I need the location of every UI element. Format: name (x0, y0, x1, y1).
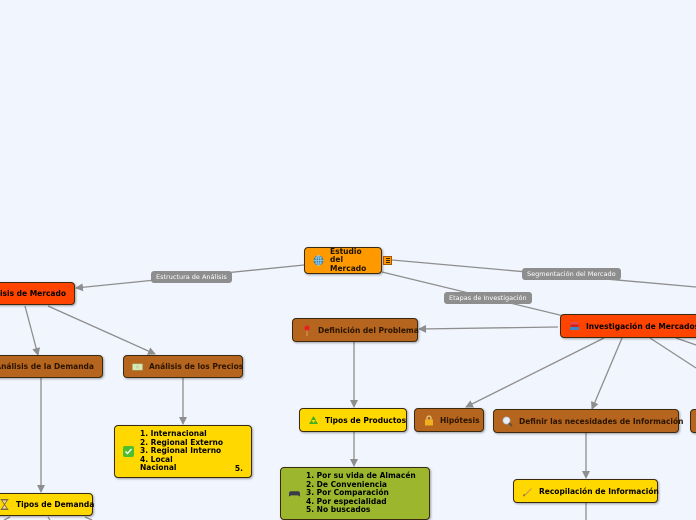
edge-label-structure: Estructura de Análisis (151, 271, 232, 283)
node-label: Recopilación de Información (539, 486, 659, 496)
node-lista-mercados[interactable]: 1. Internacional 2. Regional Externo 3. … (114, 425, 252, 478)
node-label: Análisis de los Precios (149, 362, 244, 371)
node-label: Estudio del Mercado (330, 246, 367, 273)
node-label: 1. Internacional 2. Regional Externo 3. … (140, 429, 224, 464)
link-research-problem (418, 324, 559, 333)
node-label: Investigación de Mercados (586, 321, 696, 331)
edge-label-segmentation: Segmentación del Mercado (522, 268, 621, 280)
node-label-tail: 5. (234, 464, 243, 474)
gamepad-icon (289, 488, 300, 499)
node-label: Tipos de Productos (325, 415, 407, 425)
link-research-needs (591, 337, 623, 410)
link-market-prices (47, 305, 156, 355)
lock-icon (423, 414, 434, 426)
books-icon (569, 321, 580, 332)
pencil-icon (522, 486, 533, 497)
node-label: Análisis de Mercado (0, 289, 66, 298)
node-definicion-problema[interactable]: Definición del Problema (292, 318, 419, 342)
node-investigacion-mercados[interactable]: Investigación de Mercados (560, 314, 696, 338)
node-hipotesis[interactable]: Hipótesis (414, 408, 484, 432)
node-analisis-mercado[interactable]: Análisis de Mercado (0, 282, 75, 305)
node-label: Definición del Problema (318, 325, 419, 335)
node-label: 1. Por su vida de Almacén 2. De Convenie… (306, 471, 416, 515)
globe-icon (313, 255, 324, 266)
link-market-demand (24, 305, 41, 356)
node-label-last: Nacional (140, 463, 177, 473)
link-research-hypothesis (465, 337, 605, 408)
notes-icon[interactable] (383, 256, 392, 265)
link-research-right1 (649, 337, 696, 369)
node-tipos-productos[interactable]: Tipos de Productos (299, 408, 407, 432)
link-research-right2 (675, 337, 696, 346)
node-label: Hipótesis (440, 415, 480, 425)
node-tipos-demanda[interactable]: Tipos de Demanda (0, 493, 95, 516)
node-offscreen-right[interactable] (690, 409, 696, 433)
node-label: Tipos de Demanda (16, 500, 95, 509)
recycle-icon (308, 415, 319, 426)
hourglass-icon (0, 499, 10, 510)
node-label: Definir las necesidades de Información (519, 416, 684, 426)
magnifier-icon (502, 416, 513, 427)
node-label: Análisis de la Demanda (0, 362, 94, 371)
node-analisis-demanda[interactable]: Análisis de la Demanda (0, 355, 103, 378)
node-definir-necesidades[interactable]: Definir las necesidades de Información (493, 409, 683, 433)
node-analisis-precios[interactable]: Análisis de los Precios (123, 355, 243, 378)
node-recopilacion-informacion[interactable]: Recopilación de Información (513, 479, 659, 503)
pin-icon (301, 324, 312, 336)
money-icon (132, 361, 143, 372)
root-node-estudio-mercado[interactable]: Estudio del Mercado (304, 247, 382, 274)
checkmark-icon (123, 446, 134, 457)
node-lista-productos[interactable]: 1. Por su vida de Almacén 2. De Convenie… (280, 467, 430, 520)
edge-label-stages: Etapas de Investigación (444, 292, 532, 304)
